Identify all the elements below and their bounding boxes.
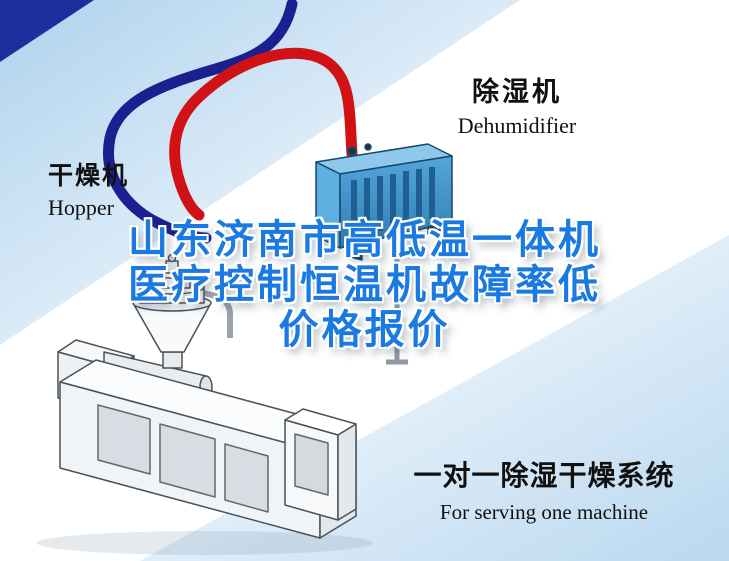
headline: 山东济南市高低温一体机 医疗控制恒温机故障率低 价格报价 [0, 218, 729, 353]
dehumidifier-stand [386, 240, 408, 365]
hopper-machine [37, 253, 373, 555]
loader-tube [203, 290, 233, 338]
control-cabinet [284, 408, 357, 521]
machine-panel [224, 443, 269, 513]
headline-line-3: 价格报价 [278, 308, 451, 352]
cold-air-pipe [103, 0, 298, 244]
hopper-label-en: Hopper [48, 195, 114, 220]
cold-air-pipe-path [103, 0, 298, 244]
corner-accent-triangle [0, 0, 94, 62]
dehumidifier-unit [315, 143, 453, 261]
cabinet-door [294, 433, 329, 496]
dehumidifier-label: 除湿机 Dehumidifier [443, 70, 591, 139]
headline-line-2: 医疗控制恒温机故障率低 [128, 263, 601, 307]
caption: 一对一除湿干燥系统 For serving one machine [406, 454, 682, 525]
caption-en: For serving one machine [439, 500, 649, 524]
dehumidifier-foot [427, 223, 441, 235]
dehumidifier-label-zh: 除湿机 [472, 77, 562, 107]
machine-panel [159, 423, 216, 498]
dehumidifier-label-en: Dehumidifier [457, 113, 577, 138]
hopper-dryer [132, 253, 212, 369]
hopper-knob [167, 253, 177, 263]
machine-panel [97, 404, 151, 475]
machine-body [59, 359, 357, 539]
hopper-label: 干燥机 Hopper [48, 156, 129, 221]
headline-line-1: 山东济南市高低温一体机 [128, 218, 601, 262]
dehumidifier-foot [349, 249, 363, 261]
hot-air-pipe [169, 47, 358, 221]
caption-zh: 一对一除湿干燥系统 [413, 460, 675, 491]
top-left-tint [0, 0, 520, 345]
hopper-label-zh: 干燥机 [48, 162, 130, 190]
hot-pipe-port [347, 146, 357, 156]
hopper-neck [162, 351, 183, 369]
dehumidifier-louvers [351, 167, 435, 237]
machine-shadow [37, 531, 373, 555]
hot-air-pipe-path [169, 47, 358, 221]
cold-pipe-port [364, 143, 372, 151]
